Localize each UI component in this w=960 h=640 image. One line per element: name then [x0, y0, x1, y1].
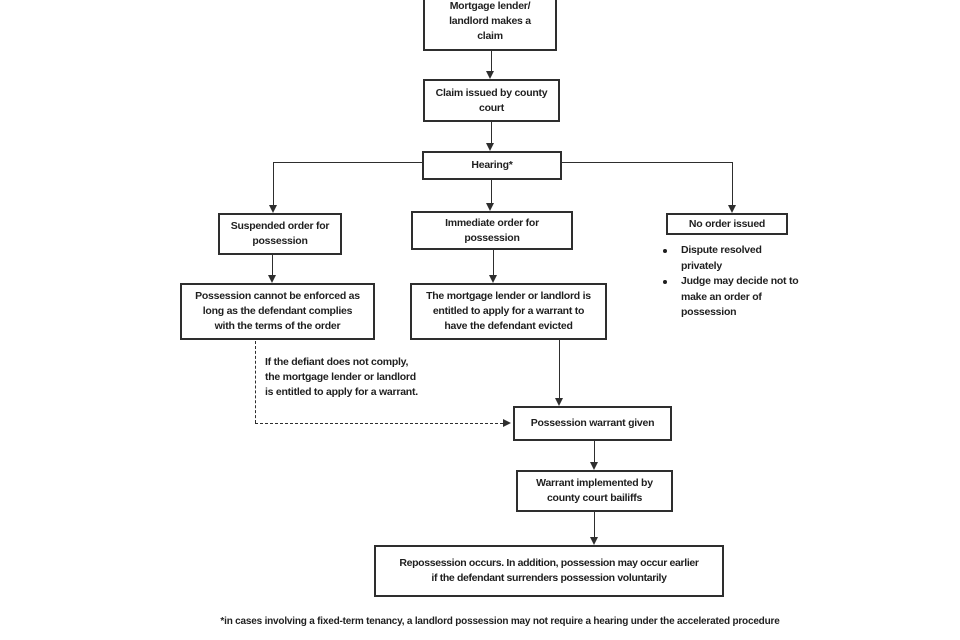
dashed-connector-v	[254, 341, 256, 423]
dashed-path-note: If the defiant does not comply, the mort…	[265, 356, 418, 398]
footnote: *in cases involving a fixed-term tenancy…	[220, 616, 780, 627]
bullet-dispute-resolved: Dispute resolved privately	[663, 243, 813, 274]
dashed-connector-h	[255, 423, 503, 424]
connector-apply-to-warrant-given	[558, 340, 560, 398]
arrowhead-down	[554, 398, 563, 406]
node-mortgage-lender-claim: Mortgage lender/ landlord makes a claim	[423, 0, 557, 51]
node-possession-not-enforced: Possession cannot be enforced as long as…	[180, 283, 375, 340]
arrowhead-down	[589, 537, 598, 545]
connector-hearing-to-suspended-h	[272, 161, 423, 163]
connector-warrant-to-bailiffs	[593, 441, 595, 462]
connector-suspended-to-enforce	[271, 255, 273, 275]
arrowhead-down	[268, 205, 277, 213]
connector-hearing-to-noorder-v	[731, 161, 733, 206]
arrowhead-down	[486, 143, 494, 151]
connector-bailiffs-to-repossession	[593, 512, 595, 537]
node-warrant-implemented: Warrant implemented by county court bail…	[516, 470, 673, 512]
connector-hearing-to-immediate	[490, 180, 492, 203]
connector-hearing-to-noorder-h	[562, 161, 733, 163]
arrowhead-down	[488, 275, 497, 283]
arrowhead-down	[589, 462, 598, 470]
bullet-text: Judge may decide not to make an order of…	[681, 275, 799, 318]
arrowhead-right	[503, 419, 511, 427]
node-immediate-order: Immediate order for possession	[411, 211, 573, 250]
arrowhead-down	[267, 275, 276, 283]
bullet-icon	[663, 280, 667, 284]
bullet-icon	[663, 249, 667, 253]
arrowhead-down	[727, 205, 736, 213]
node-claim-issued: Claim issued by county court	[423, 79, 560, 122]
connector-issued-to-hearing	[490, 122, 492, 144]
connector-claim-made-to-issued	[490, 51, 492, 72]
node-warrant-given: Possession warrant given	[513, 406, 672, 441]
node-apply-for-warrant: The mortgage lender or landlord is entit…	[410, 283, 607, 340]
node-repossession: Repossession occurs. In addition, posses…	[374, 545, 724, 597]
bullet-judge-decision: Judge may decide not to make an order of…	[663, 274, 813, 321]
arrowhead-down	[486, 71, 494, 79]
node-suspended-order: Suspended order for possession	[218, 213, 342, 255]
no-order-bullet-list: Dispute resolved privately Judge may dec…	[663, 243, 813, 321]
connector-immediate-to-warrant-apply	[492, 250, 494, 275]
node-hearing: Hearing*	[422, 151, 562, 180]
connector-hearing-to-suspended-v	[272, 161, 274, 206]
arrowhead-down	[486, 203, 494, 211]
bullet-text: Dispute resolved privately	[681, 244, 762, 272]
node-no-order-issued: No order issued	[666, 213, 788, 235]
